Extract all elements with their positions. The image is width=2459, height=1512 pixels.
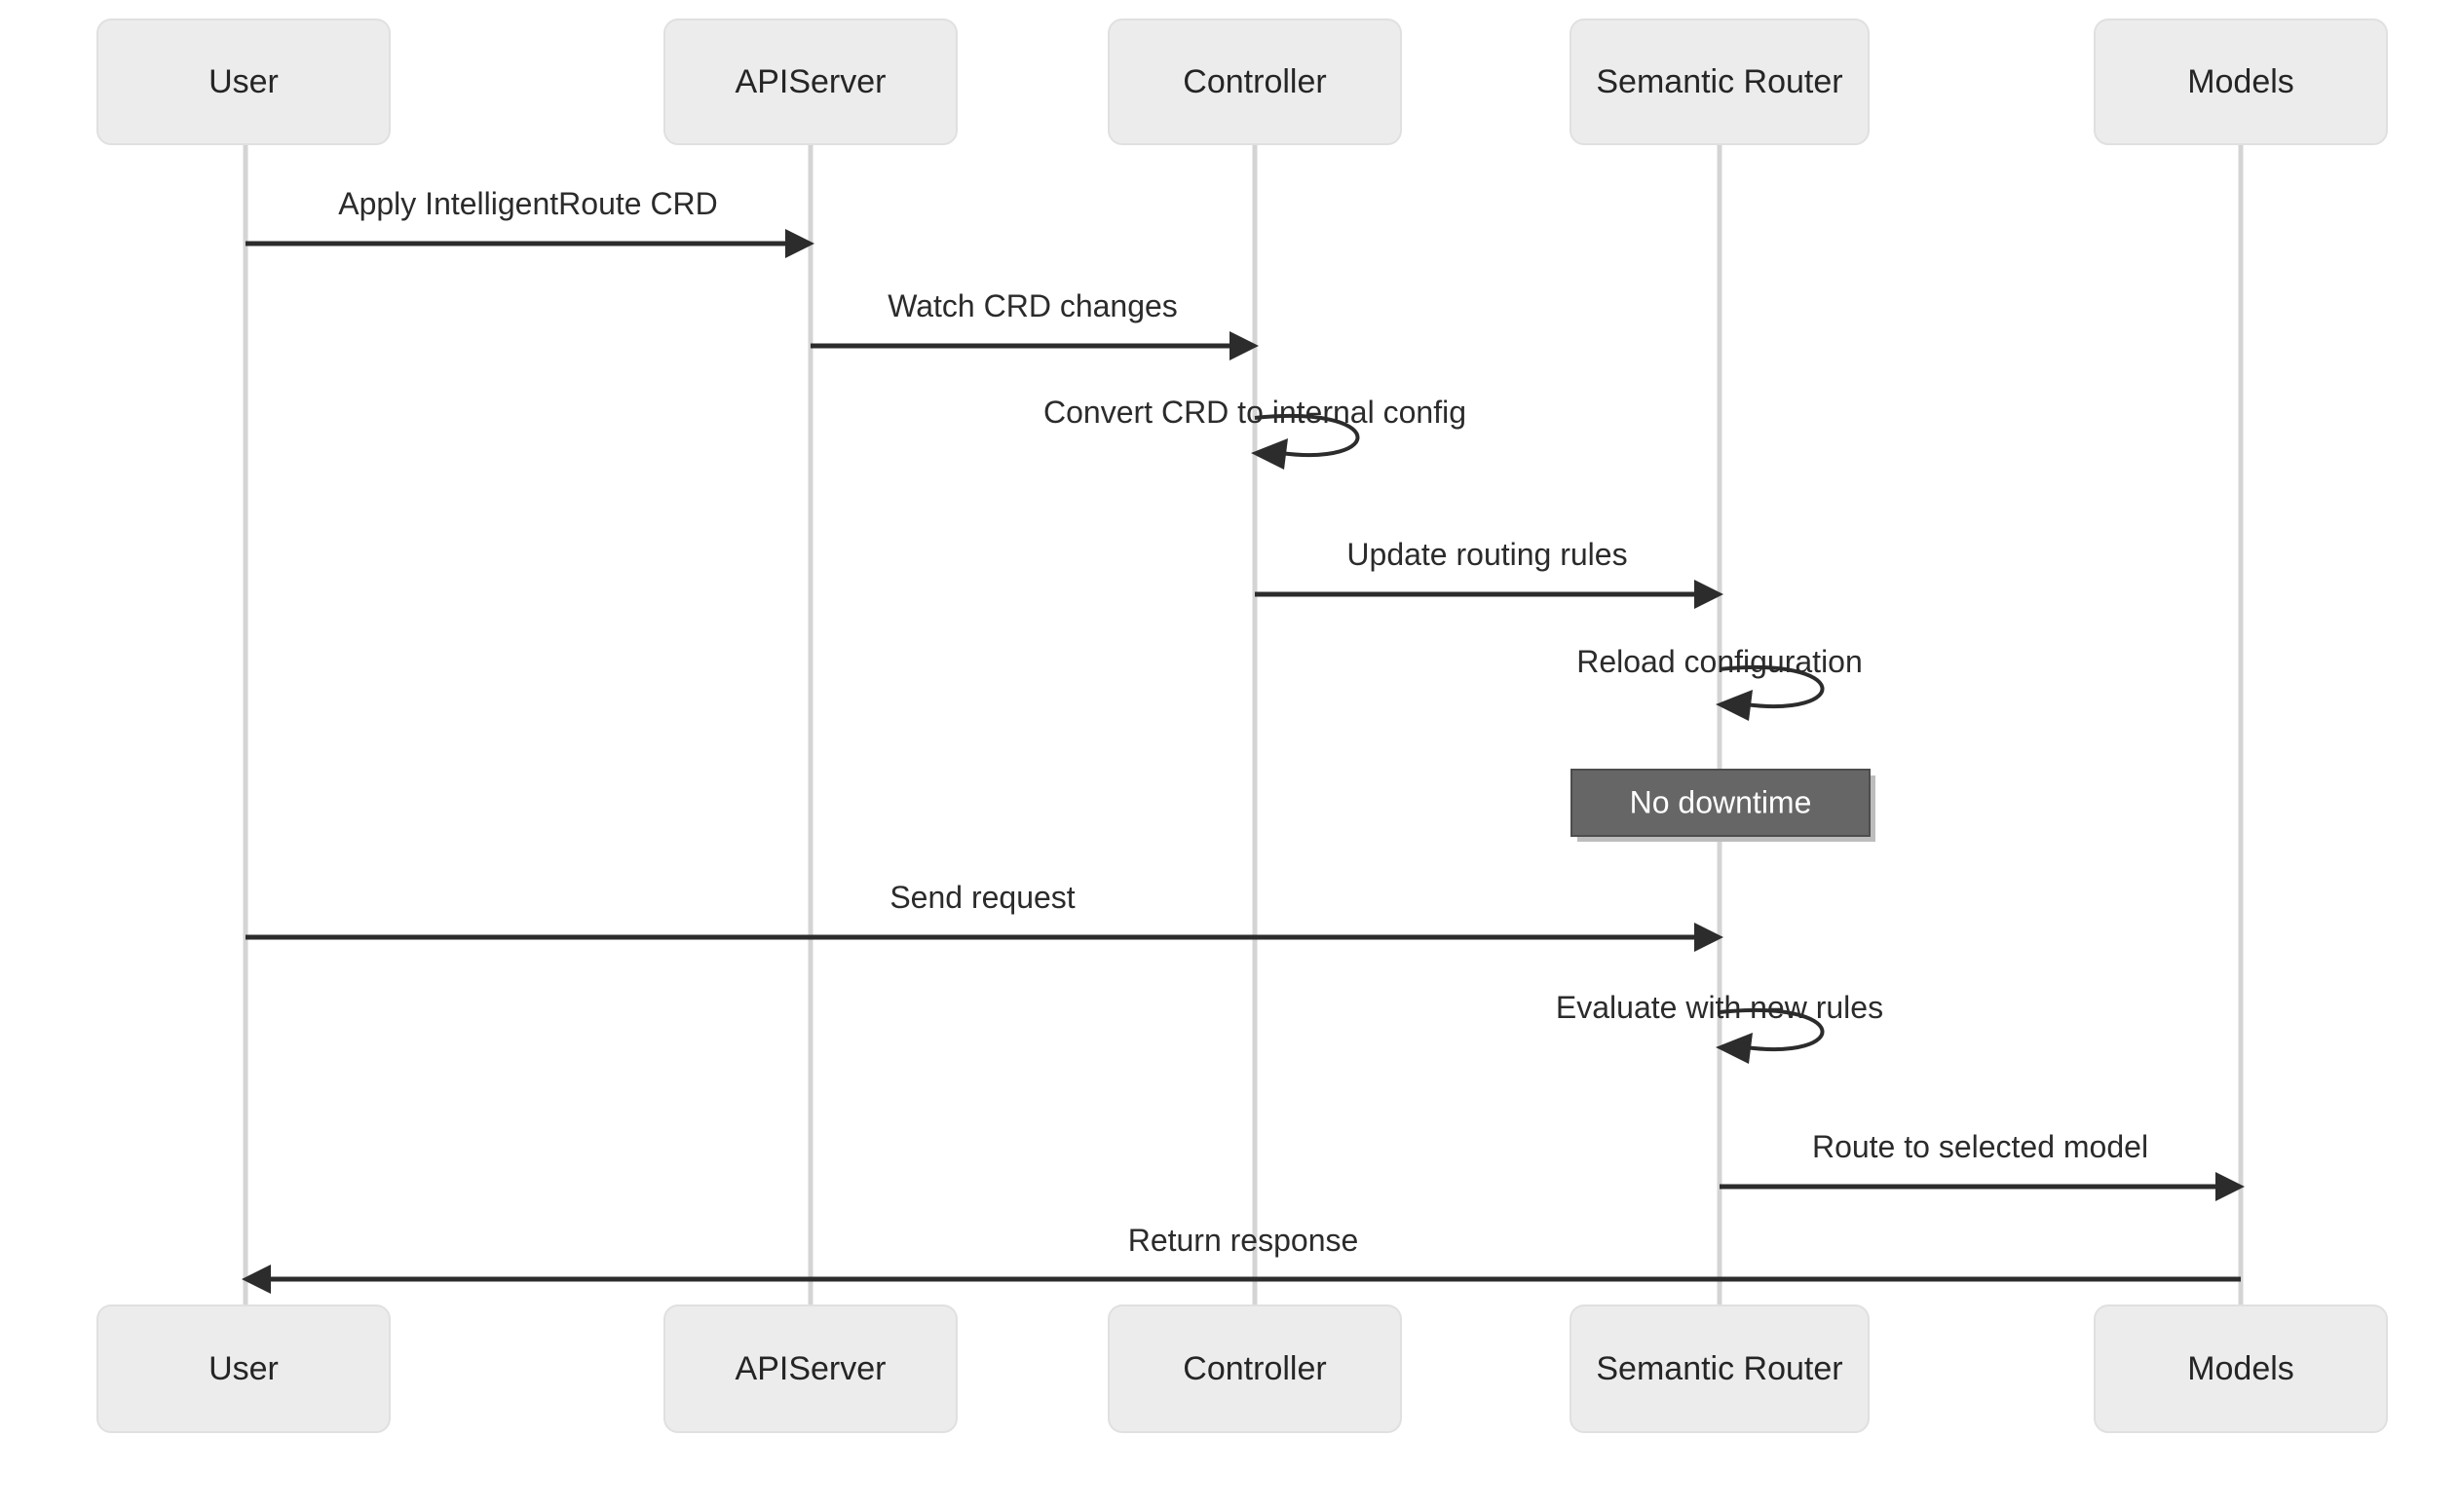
message-m9[interactable]: Return response [242, 1223, 2241, 1294]
actor-box-rect [1108, 1304, 1402, 1433]
message-m3[interactable]: Convert CRD to internal config [1043, 395, 1466, 470]
arrow-head [1716, 1033, 1753, 1064]
arrow-head [242, 1265, 271, 1294]
arrow-head [2215, 1172, 2245, 1201]
actor-box-rect [1570, 1304, 1870, 1433]
arrow-head [1230, 331, 1259, 360]
message-m6[interactable]: Send request [246, 880, 1723, 952]
actor-label: APIServer [736, 1350, 887, 1387]
actor-box-rect [663, 19, 958, 145]
message-label: Route to selected model [1812, 1129, 2148, 1164]
self-loop-path [1254, 414, 1360, 457]
actor-label: User [208, 1350, 279, 1387]
actor-label: Controller [1183, 63, 1326, 100]
actor-box-rect [2094, 1304, 2388, 1433]
message-label: Return response [1128, 1223, 1359, 1258]
message-label: Send request [889, 880, 1075, 915]
actor-apiserver-top[interactable]: APIServer [663, 19, 958, 145]
note-rect [1570, 769, 1871, 837]
note-label: No downtime [1630, 784, 1812, 819]
actor-user-top[interactable]: User [96, 19, 391, 145]
actor-boxes-top: User APIServer Controller Semantic Router Mo… [96, 19, 2388, 145]
actor-models-top[interactable]: Models [2094, 19, 2388, 145]
message-m4[interactable]: Update routing rules [1255, 537, 1723, 609]
message-label: Evaluate with new rules [1556, 990, 1883, 1025]
actor-label: Controller [1183, 1350, 1326, 1387]
arrow-head [1694, 923, 1723, 952]
actor-models-bottom[interactable]: Models [2094, 1304, 2388, 1433]
actor-label: APIServer [736, 63, 887, 100]
actor-user-bottom[interactable]: User [96, 1304, 391, 1433]
message-label: Watch CRD changes [888, 288, 1178, 323]
arrow-head [1716, 690, 1753, 721]
actor-label: Semantic Router [1596, 63, 1842, 100]
message-m8[interactable]: Route to selected model [1720, 1129, 2245, 1201]
self-loop-path [1719, 665, 1825, 708]
actor-box-rect [2094, 19, 2388, 145]
actor-router-top[interactable]: Semantic Router [1570, 19, 1870, 145]
actor-apiserver-bottom[interactable]: APIServer [663, 1304, 958, 1433]
message-m5[interactable]: Reload configuration [1576, 644, 1863, 721]
lifelines-group [243, 144, 2244, 1305]
actor-box-rect [1570, 19, 1870, 145]
actor-boxes-bottom: User APIServer Controller Semantic Router Mo… [96, 1304, 2388, 1433]
actor-controller-bottom[interactable]: Controller [1108, 1304, 1402, 1433]
message-label: Apply IntelligentRoute CRD [338, 186, 718, 221]
arrow-head [1251, 438, 1288, 470]
message-m1[interactable]: Apply IntelligentRoute CRD [246, 186, 814, 258]
messages-group: Apply IntelligentRoute CRD Watch CRD chan… [242, 186, 2245, 1294]
actor-box-rect [96, 1304, 391, 1433]
arrow-head [785, 229, 814, 258]
arrow-head [1694, 580, 1723, 609]
message-m2[interactable]: Watch CRD changes [811, 288, 1259, 360]
actor-label: Models [2187, 63, 2294, 100]
self-loop-path [1719, 1008, 1825, 1051]
message-label: Update routing rules [1346, 537, 1627, 572]
actor-label: Models [2187, 1350, 2294, 1387]
actor-label: Semantic Router [1596, 1350, 1842, 1387]
actor-label: User [208, 63, 279, 100]
actor-box-rect [1108, 19, 1402, 145]
actor-box-rect [663, 1304, 958, 1433]
message-label: Reload configuration [1576, 644, 1863, 679]
message-label: Convert CRD to internal config [1043, 395, 1466, 430]
actor-box-rect [96, 19, 391, 145]
actor-router-bottom[interactable]: Semantic Router [1570, 1304, 1870, 1433]
note-n1[interactable]: No downtime [1570, 769, 1875, 842]
actor-controller-top[interactable]: Controller [1108, 19, 1402, 145]
notes-group: No downtime [1570, 769, 1875, 842]
message-m7[interactable]: Evaluate with new rules [1556, 990, 1883, 1064]
